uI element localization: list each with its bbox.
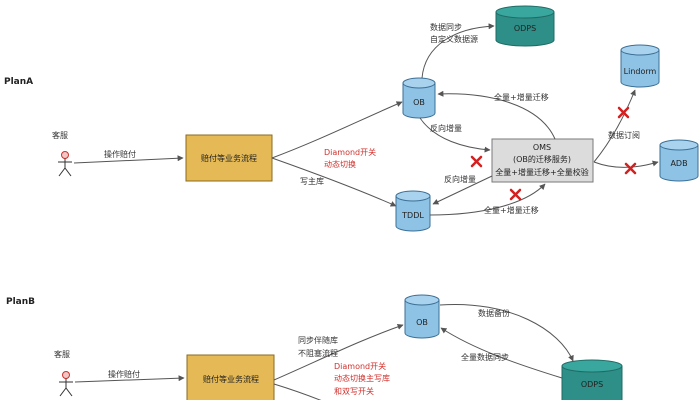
plan-a-edge-actor-process	[73, 155, 184, 164]
plan-a-adb-label: ADB	[670, 159, 687, 168]
plan-a-write-main: 写主库	[300, 176, 324, 186]
plan-a-actor-icon	[61, 151, 69, 159]
plan-a-edge-ob-oms	[419, 117, 491, 153]
plan-b-sync-line1: 同步伴随库	[298, 335, 338, 345]
plan-a-op-label: 操作赔付	[104, 149, 136, 159]
plan-a-oms-line1: OMS	[533, 143, 551, 152]
plan-a-title: PlanA	[4, 77, 33, 87]
plan-a-lindorm-cylinder	[620, 44, 660, 88]
plan-a-cross-icon-1	[470, 155, 483, 168]
plan-b-odps-label: ODPS	[581, 380, 603, 389]
plan-a-tddl-cylinder	[395, 190, 431, 232]
plan-b-process-label: 赔付等业务流程	[203, 374, 259, 384]
plan-b-actor-label: 客服	[54, 349, 70, 359]
plan-a-reverse-top: 反向增量	[430, 123, 462, 133]
plan-b-ob-label: OB	[416, 318, 428, 327]
plan-b-diamond-line3: 和双写开关	[334, 386, 374, 396]
plan-a-actor-body	[58, 158, 72, 177]
plan-a-cross-icon-3	[617, 106, 630, 119]
plan-a-odps-cylinder	[495, 5, 555, 47]
plan-b-edge-actor-process	[74, 375, 185, 383]
plan-a-ob-label: OB	[413, 98, 425, 107]
plan-a-sync-line1: 数据同步	[430, 22, 462, 32]
plan-b-actor-icon	[62, 371, 70, 379]
plan-a-diamond-line2: 动态切换	[324, 159, 356, 169]
plan-a-process-box	[185, 134, 273, 182]
plan-b-odps-cylinder	[561, 359, 623, 400]
plan-a-subscribe: 数据订阅	[608, 130, 640, 140]
plan-a-edge-oms-tddl	[432, 175, 493, 205]
plan-b-ob-cylinder	[404, 294, 440, 339]
plan-a-oms-line2: (OB的迁移服务)	[513, 154, 571, 164]
plan-a-adb-cylinder	[659, 139, 699, 182]
plan-a-lindorm-label: Lindorm	[624, 67, 657, 76]
plan-b-actor-body	[59, 378, 73, 397]
plan-a-edge-oms-ob	[437, 90, 556, 140]
plan-a-full-incr-top: 全量+增量迁移	[494, 92, 549, 102]
plan-b-edge-ob-odps-backup	[439, 303, 574, 362]
plan-a-oms-line3: 全量+增量迁移+全量校验	[495, 167, 588, 177]
plan-a-oms-box	[491, 138, 594, 183]
plan-a-full-incr-bottom: 全量+增量迁移	[484, 205, 539, 215]
plan-b-edge-process-ob	[273, 323, 404, 381]
plan-a-process-label: 赔付等业务流程	[201, 153, 257, 163]
plan-a-reverse-bottom: 反向增量	[444, 174, 476, 184]
plan-a-edge-process-ob	[271, 101, 403, 159]
plan-a-odps-label: ODPS	[514, 24, 536, 33]
plan-a-ob-cylinder	[402, 77, 436, 119]
plan-a-actor-label: 客服	[52, 130, 68, 140]
plan-a-sync-line2: 自定义数据源	[430, 34, 478, 44]
plan-a-edge-oms-lindorm	[593, 89, 636, 163]
plan-b-edge-odps-ob-sync	[440, 327, 563, 379]
plan-b-sync-line2: 不阻塞流程	[298, 348, 338, 358]
plan-b-diamond-line1: Diamond开关	[334, 361, 386, 371]
plan-b-process-box	[186, 354, 275, 400]
plan-b-full-sync: 全量数据同步	[461, 352, 509, 362]
plan-b-op-label: 操作赔付	[108, 369, 140, 379]
plan-b-title: PlanB	[6, 297, 35, 307]
plan-a-edge-tddl-oms	[429, 183, 546, 216]
plan-a-tddl-label: TDDL	[401, 211, 424, 220]
plan-a-cross-icon-4	[624, 162, 637, 175]
plan-a-diamond-line1: Diamond开关	[324, 147, 376, 157]
plan-a-edge-oms-adb	[593, 160, 659, 168]
plan-b-diamond-line2: 动态切换主写库	[334, 373, 390, 383]
plan-a-edge-process-tddl	[271, 157, 397, 207]
plan-b-edge-process-lower	[273, 383, 322, 400]
plan-a-cross-icon-2	[509, 188, 522, 201]
plan-a-edge-ob-odps	[421, 23, 495, 79]
plan-b-backup: 数据备份	[478, 308, 510, 318]
